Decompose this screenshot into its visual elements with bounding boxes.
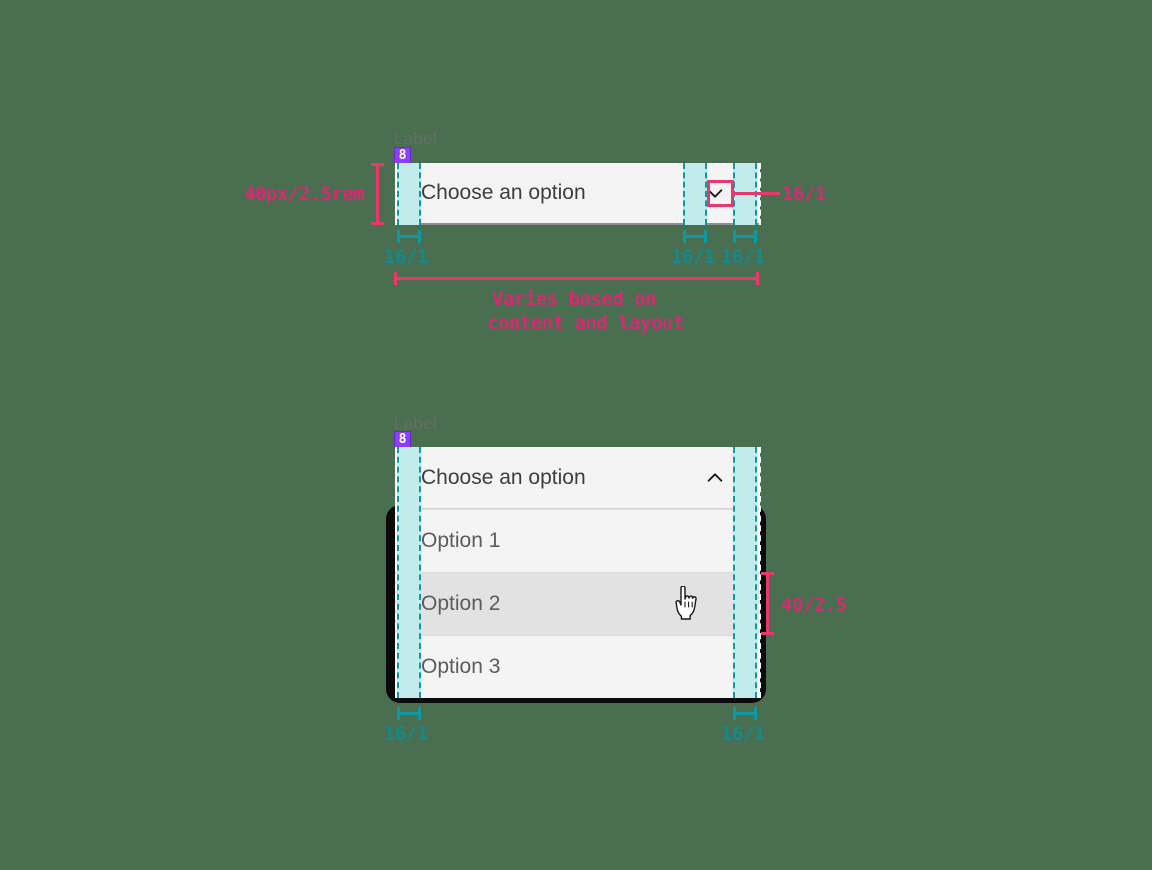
open-right-padding-band: [733, 447, 757, 698]
field-left-edge-guide: [395, 163, 397, 225]
open-right-padding-measure-bar: [733, 707, 757, 720]
open-field-right-edge-guide: [759, 447, 761, 698]
dropdown-option-list[interactable]: Option 1 Option 2 Option 3: [395, 509, 760, 698]
field-width-annotation-line2: content and layout: [487, 312, 684, 334]
list-item[interactable]: Option 3: [395, 635, 760, 698]
list-item[interactable]: Option 1: [395, 509, 760, 572]
right-padding-measure-label: 16/1: [721, 246, 765, 268]
right-padding-measure-bar: [733, 230, 757, 243]
chevron-up-icon[interactable]: [704, 467, 726, 489]
field-width-rule: [394, 272, 759, 285]
open-right-padding-measure-label: 16/1: [721, 723, 765, 745]
spacing-token-8: 8: [394, 147, 411, 164]
option-height-annotation: 40/2.5: [781, 594, 847, 616]
option-label: Option 1: [421, 529, 501, 552]
select-value: Choose an option: [421, 181, 586, 204]
field-height-annotation: 40px/2.5rem: [244, 183, 365, 205]
select-field-open[interactable]: Choose an option: [395, 447, 760, 509]
field-label: Label: [394, 129, 437, 148]
option-height-rule: [761, 572, 774, 635]
open-spacing-token-8: 8: [394, 431, 411, 448]
open-field-left-edge-guide: [395, 447, 397, 698]
open-left-padding-measure-bar: [397, 707, 421, 720]
left-padding-measure-bar: [397, 230, 421, 243]
left-padding-band: [397, 163, 421, 225]
icon-gap-band-left: [683, 163, 707, 225]
icon-size-annotation: 16/1: [782, 183, 826, 205]
left-padding-measure-label: 16/1: [384, 246, 428, 268]
open-select-value: Choose an option: [421, 465, 586, 489]
icon-gap-measure-bar: [683, 230, 707, 243]
list-item[interactable]: Option 2: [395, 572, 760, 635]
chevron-down-icon[interactable]: [704, 182, 726, 204]
open-left-padding-band: [397, 447, 421, 698]
icon-gap-measure-label: 16/1: [671, 246, 715, 268]
icon-size-leader: [734, 192, 780, 195]
option-label: Option 2: [421, 592, 501, 615]
open-field-label: Label: [394, 414, 437, 433]
icon-size-box: [707, 180, 734, 207]
field-height-rule: [371, 163, 384, 225]
open-left-padding-measure-label: 16/1: [384, 723, 428, 745]
field-width-annotation-line1: Varies based on: [492, 288, 657, 310]
option-label: Option 3: [421, 655, 501, 678]
